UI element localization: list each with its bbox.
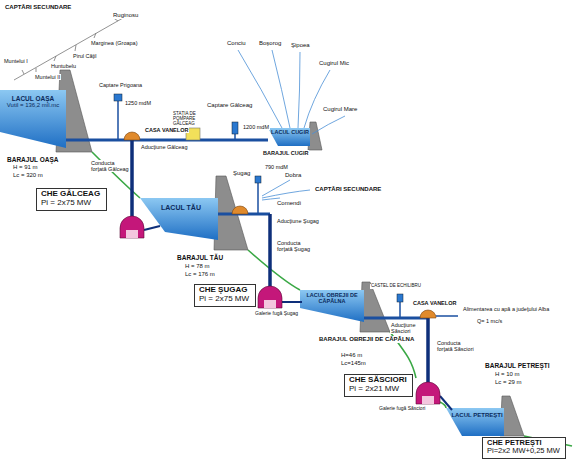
node-title: CHE GÂLCEAG [41,190,102,199]
power-plant-box: CHE ŞUGAGPi = 2x75 MW [194,284,256,307]
power-plant-box: CHE PETREŞTIPi=2x2 MW+0,25 MW [482,437,566,459]
diagram-label: Boşorog [258,40,282,47]
diagram-label: Muntelui I [3,58,29,64]
diagram-label: STAŢIA DE POMPARE GÂLCEAG [172,112,218,127]
diagram-label: 790 mdM [264,164,289,170]
diagram-label: Huntubelu [50,63,77,69]
diagram-label: CASA VANELOR [144,127,189,133]
power-plant-box: CHE GÂLCEAGPi = 2x75 MW [36,188,107,211]
lake-area: LACUL TĂU [148,204,214,212]
node-title: LACUL CUGIR [270,129,310,135]
node-title: LACUL TĂU [148,204,214,212]
diagram-label: Galerie fugă Săsciori [378,406,426,412]
diagram-label: BARAJUL OBREJII DE CĂPÂLNA [318,336,415,343]
node-title: CHE PETREŞTI [487,439,561,447]
node-title: LACUL OAŞA [3,95,63,102]
diagram-label: H=46 m [340,352,363,359]
power-plant-box: CHE SĂSCIORIPi = 2x21 MW [344,374,413,397]
diagram-label: CASTEL DE ECHILIBRU [370,284,422,289]
diagram-label: Aducţiune Gâlceag [140,144,188,150]
diagram-label: Q= 1 mc/s [476,318,503,324]
diagram-label: BARAJUL CUGIR [262,150,309,156]
diagram-label: Conducta forţată Săsciori [436,340,478,352]
diagram-label: Lc = 176 m [184,271,216,278]
diagram-label: Cugirul Mare [322,106,358,113]
node-title: CHE SĂSCIORI [349,376,408,385]
lake-area: LACUL PETREŞTI [450,412,504,419]
diagram-label: Captare Gâlceag [206,102,253,109]
node-title: CHE ŞUGAG [199,286,251,295]
diagram-label: 1250 mdM [124,100,152,106]
node-value: Vutil = 136,2 mil.mc [3,102,63,109]
diagram-label: Muntelui II [34,74,61,80]
node-value: Pi=2x2 MW+0,25 MW [487,447,561,455]
diagram-label: Ruginosu [112,12,139,19]
node-value: Pi = 2x21 MW [349,385,408,394]
diagram-label: Pirul Căţil [72,53,98,59]
diagram-label: CASA VANELOR [412,300,457,306]
diagram-label: Conciu [226,40,247,47]
diagram-label: H = 78 m [184,263,211,270]
diagram-label: 1200 mdM [242,124,270,130]
lake-area: LACUL CUGIR [270,129,310,135]
diagram-label: Lc=145m [340,360,367,367]
diagram-label: Şipoea [290,42,311,49]
diagram-label: Comendi [276,200,302,207]
diagram-label: H = 91 m [12,164,39,171]
node-value: Pi = 2x75 MW [199,295,251,304]
diagram-label: Captare Prigoana [98,82,143,88]
lake-area: LACUL OAŞAVutil = 136,2 mil.mc [3,95,63,109]
diagram-label: Alimentarea cu apă a judeţului Alba [462,306,550,312]
diagram-label: Marginea (Groapa) [90,40,138,46]
diagram-label: Conducta forţată Şugag [276,240,318,252]
diagram-label: BARAJUL TĂU [176,254,224,261]
diagram-label: H = 10 m [494,371,521,378]
diagram-label: CAPTĂRI SECUNDARE [314,186,382,193]
node-value: Pi = 2x75 MW [41,199,102,208]
diagram-label: Dobra [284,172,302,179]
diagram-label: Aducţiune Săsciori [390,322,426,334]
node-title: LACUL OBREJII DE CĂPÂLNA [302,292,362,304]
diagram-label: Aducţiune Şugag [276,218,320,224]
node-title: LACUL PETREŞTI [450,412,504,419]
diagram-label: BARAJUL OAŞA [6,156,60,163]
diagram-label: Cugirul Mic [318,60,350,67]
lake-area: LACUL OBREJII DE CĂPÂLNA [302,292,362,304]
diagram-label: Conducta forţată Gâlceag [90,160,130,172]
diagram-label: CAPTĂRI SECUNDARE [4,4,72,11]
diagram-label: Şugag [232,170,251,177]
diagram-label: BARAJUL PETREŞTI [484,362,551,369]
diagram-label: Lc = 29 m [494,379,523,386]
diagram-label: Galerie fugă Şugag [254,311,299,317]
diagram-label: Lc = 320 m [12,172,44,179]
